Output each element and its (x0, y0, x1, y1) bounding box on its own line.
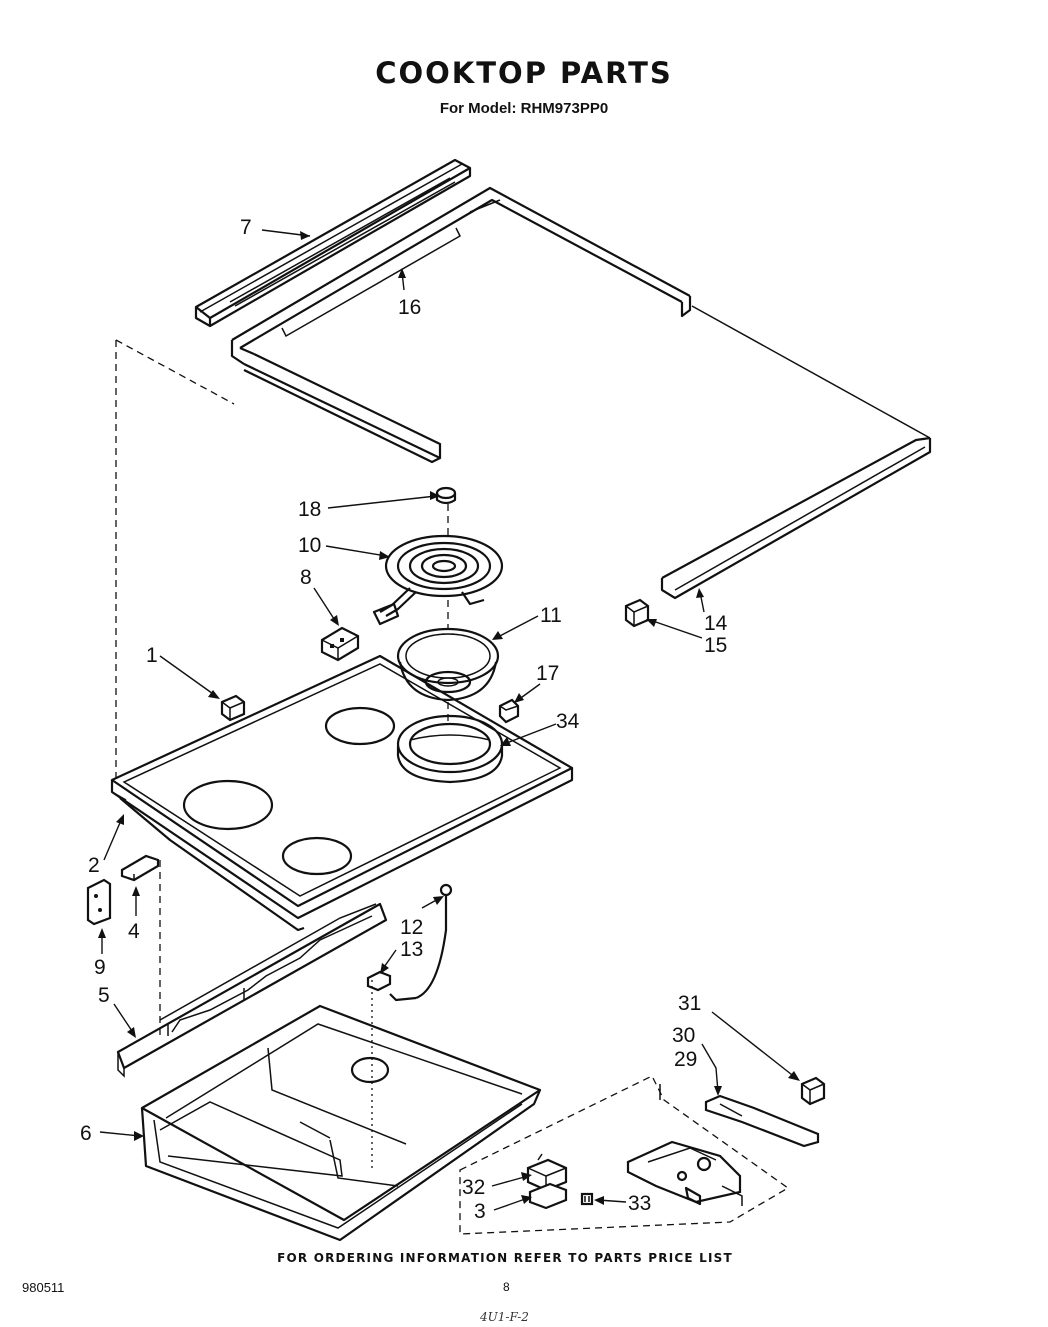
ordering-info-footer: FOR ORDERING INFORMATION REFER TO PARTS … (277, 1251, 733, 1265)
callout-1: 1 (146, 644, 158, 667)
callout-10: 10 (298, 534, 321, 557)
part-6-burner-box (140, 1004, 542, 1242)
callout-31: 31 (678, 992, 701, 1015)
callout-7: 7 (240, 216, 252, 239)
part-12-probe-wire (389, 883, 453, 1002)
callout-15: 15 (704, 634, 727, 657)
callout-numbers: 7 16 18 10 8 11 1 17 34 14 15 2 4 9 5 12… (80, 216, 728, 1223)
page-title: COOKTOP PARTS (375, 56, 673, 90)
part-9-hinge-bracket (86, 878, 112, 926)
handwritten-note: 4U1-F-2 (480, 1310, 529, 1324)
part-4-hinge-pin (120, 854, 160, 882)
callout-4: 4 (128, 920, 140, 943)
callout-17: 17 (536, 662, 559, 685)
callout-13: 13 (400, 938, 423, 961)
part-31-spacer (800, 1076, 826, 1106)
part-13-clip (366, 970, 392, 992)
callout-3: 3 (474, 1200, 486, 1223)
part-2-cooktop (110, 654, 574, 932)
callout-leaders (98, 229, 800, 1211)
callout-9: 9 (94, 956, 106, 979)
callout-11: 11 (540, 604, 562, 627)
callout-14: 14 (704, 612, 728, 635)
callout-12: 12 (400, 916, 423, 939)
callout-2: 2 (88, 854, 100, 877)
callout-34: 34 (556, 710, 580, 733)
callout-30: 30 (672, 1024, 695, 1047)
part-11-drip-bowl (396, 627, 500, 702)
part-15-clip (624, 598, 650, 628)
part-5-front-rail (116, 902, 388, 1078)
callout-18: 18 (298, 498, 321, 521)
part-30-bracket (704, 1094, 820, 1148)
callout-5: 5 (98, 984, 110, 1007)
part-16-cooktop-frame (230, 186, 932, 600)
part-18-element-cap (435, 486, 457, 505)
page-number: 8 (503, 1280, 510, 1294)
callout-32: 32 (462, 1176, 485, 1199)
document-number: 980511 (22, 1280, 65, 1295)
part-7-trim-strip (194, 158, 472, 328)
callout-29: 29 (674, 1048, 697, 1071)
callout-33: 33 (628, 1192, 651, 1215)
part-29-kit-group (459, 1075, 790, 1235)
part-1-clip (220, 694, 246, 722)
part-10-surface-element (372, 534, 504, 626)
callout-8: 8 (300, 566, 312, 589)
part-8-terminal-block (320, 626, 360, 662)
callout-16: 16 (398, 296, 421, 319)
callout-6: 6 (80, 1122, 92, 1145)
model-subtitle: For Model: RHM973PP0 (439, 100, 609, 117)
part-17-clip (498, 698, 520, 724)
assembly-guide-lines (115, 339, 661, 1170)
